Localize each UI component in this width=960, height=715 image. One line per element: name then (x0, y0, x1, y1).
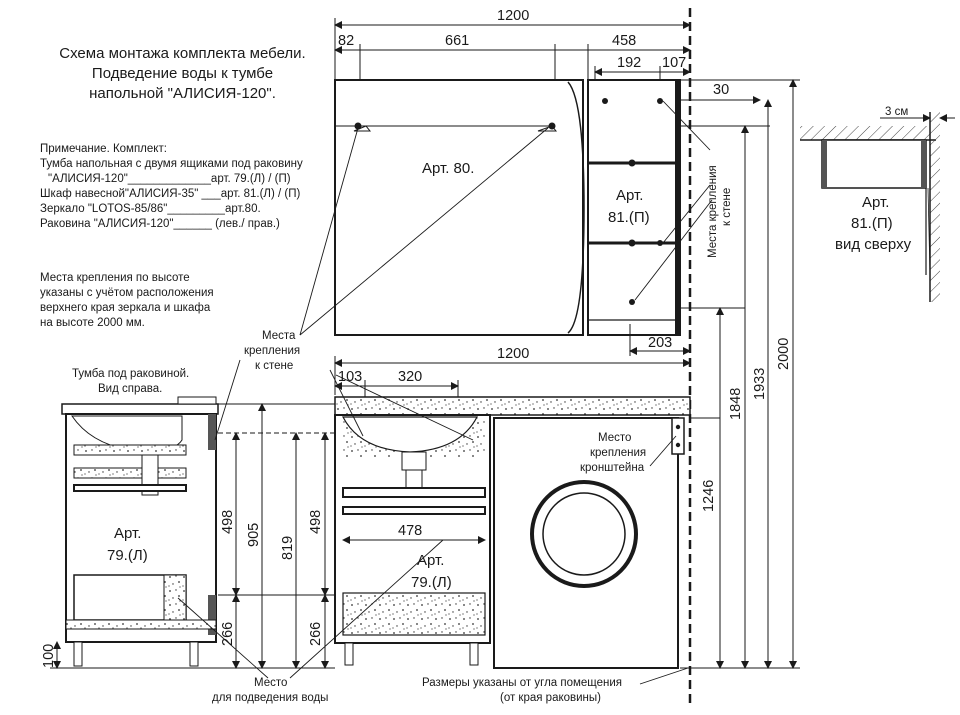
mount-height-note: Места крепления по высоте указаны с учёт… (40, 271, 290, 331)
mount-leaders-center (214, 127, 549, 441)
label-mount-wall-b: крепления (244, 345, 300, 357)
label-art79-front-a: Арт. (417, 552, 444, 569)
dim-30: 30 (713, 82, 729, 98)
mount-note-line-3: верхнего края зеркала и шкафа (40, 302, 211, 314)
mount-note-line-4: на высоте 2000 мм. (40, 317, 145, 329)
label-art80: Арт. 80. (422, 160, 474, 177)
label-mount-wall-c: к стене (255, 360, 293, 372)
dim-1200-mid: 1200 (497, 346, 529, 362)
notes-row-4: Раковина "АЛИСИЯ-120"______ (лев./ прав.… (40, 218, 280, 230)
label-bracket-c: кронштейна (580, 462, 645, 474)
water-leaders (177, 539, 444, 679)
label-topview-a: Арт. (862, 194, 889, 211)
dim-905: 905 (246, 523, 262, 547)
label-sideview-b: Вид справа. (98, 383, 162, 395)
dim-320: 320 (398, 369, 422, 385)
notes-header: Примечание. Комплект: (40, 143, 167, 155)
label-three-cm: 3 см (885, 106, 908, 118)
dim-478: 478 (398, 523, 422, 539)
dim-498-side: 498 (220, 510, 236, 534)
notes-row-2: Шкаф навесной"АЛИСИЯ-35" ___арт. 81.(Л) … (40, 188, 301, 200)
label-water-b: для подведения воды (212, 692, 328, 704)
label-topview-c: вид сверху (835, 236, 912, 253)
dim-107: 107 (662, 55, 686, 71)
dim-266-side: 266 (220, 622, 236, 646)
dim-203: 203 (648, 335, 672, 351)
wall-cabinet-art81 (587, 79, 681, 336)
label-sizes-a: Размеры указаны от угла помещения (422, 677, 622, 689)
dim-103: 103 (338, 369, 362, 385)
mount-wall-rot-b: к стене (721, 188, 733, 226)
right-dimensions (680, 79, 800, 669)
dim-82: 82 (338, 33, 354, 49)
label-bracket-a: Место (598, 432, 631, 444)
title-line-1: Схема монтажа комплекта мебели. (59, 45, 306, 62)
side-vertical-dims (53, 432, 240, 669)
label-bracket-b: крепления (590, 447, 646, 459)
label-sideview-a: Тумба под раковиной. (72, 368, 189, 380)
label-art79-side-b: 79.(Л) (107, 547, 148, 564)
dim-1848: 1848 (728, 388, 744, 420)
title-line-3: напольной "АЛИСИЯ-120". (89, 85, 276, 102)
label-sizes-b: (от края раковины) (500, 692, 601, 704)
notes-row-1a: Тумба напольная с двумя ящиками под рако… (40, 158, 303, 170)
mount-note-line-1: Места крепления по высоте (40, 272, 190, 284)
mount-wall-rot-a: Места крепления (707, 165, 719, 258)
dim-1246: 1246 (701, 480, 717, 512)
label-art79-side-a: Арт. (114, 525, 141, 542)
mount-note-line-2: указаны с учётом расположения (40, 287, 214, 299)
label-art81-b: 81.(П) (608, 209, 650, 226)
dim-819: 819 (280, 536, 296, 560)
dim-2000: 2000 (776, 338, 792, 370)
dim-192: 192 (617, 55, 641, 71)
side-view-cabinet (61, 396, 219, 667)
dim-266-front: 266 (308, 622, 324, 646)
diagram-title: Схема монтажа комплекта мебели. Подведен… (40, 44, 325, 104)
label-topview-b: 81.(П) (851, 215, 893, 232)
countertop (334, 396, 691, 416)
notes-row-1b: "АЛИСИЯ-120"_____________арт. 79.(Л) / (… (48, 173, 291, 185)
dim-498-front: 498 (308, 510, 324, 534)
washing-machine (493, 417, 685, 669)
label-art79-front-b: 79.(Л) (411, 574, 452, 591)
cabinet-top-view (800, 112, 955, 302)
kit-notes: Примечание. Комплект: Тумба напольная с … (40, 142, 340, 232)
vanity-front-art79 (334, 414, 491, 666)
label-mount-wall-a: Места (262, 330, 296, 342)
title-line-2: Подведение воды к тумбе (91, 65, 274, 82)
dim-458: 458 (612, 33, 636, 49)
dim-1933: 1933 (752, 368, 768, 400)
notes-row-3: Зеркало "LOTOS-85/86"_________арт.80. (40, 203, 261, 215)
label-water-a: Место (254, 677, 287, 689)
dim-661: 661 (445, 33, 469, 49)
label-art81-a: Арт. (616, 187, 643, 204)
mirror-art80 (334, 79, 585, 336)
dim-1200-top: 1200 (497, 8, 529, 24)
dim-100: 100 (41, 644, 57, 668)
